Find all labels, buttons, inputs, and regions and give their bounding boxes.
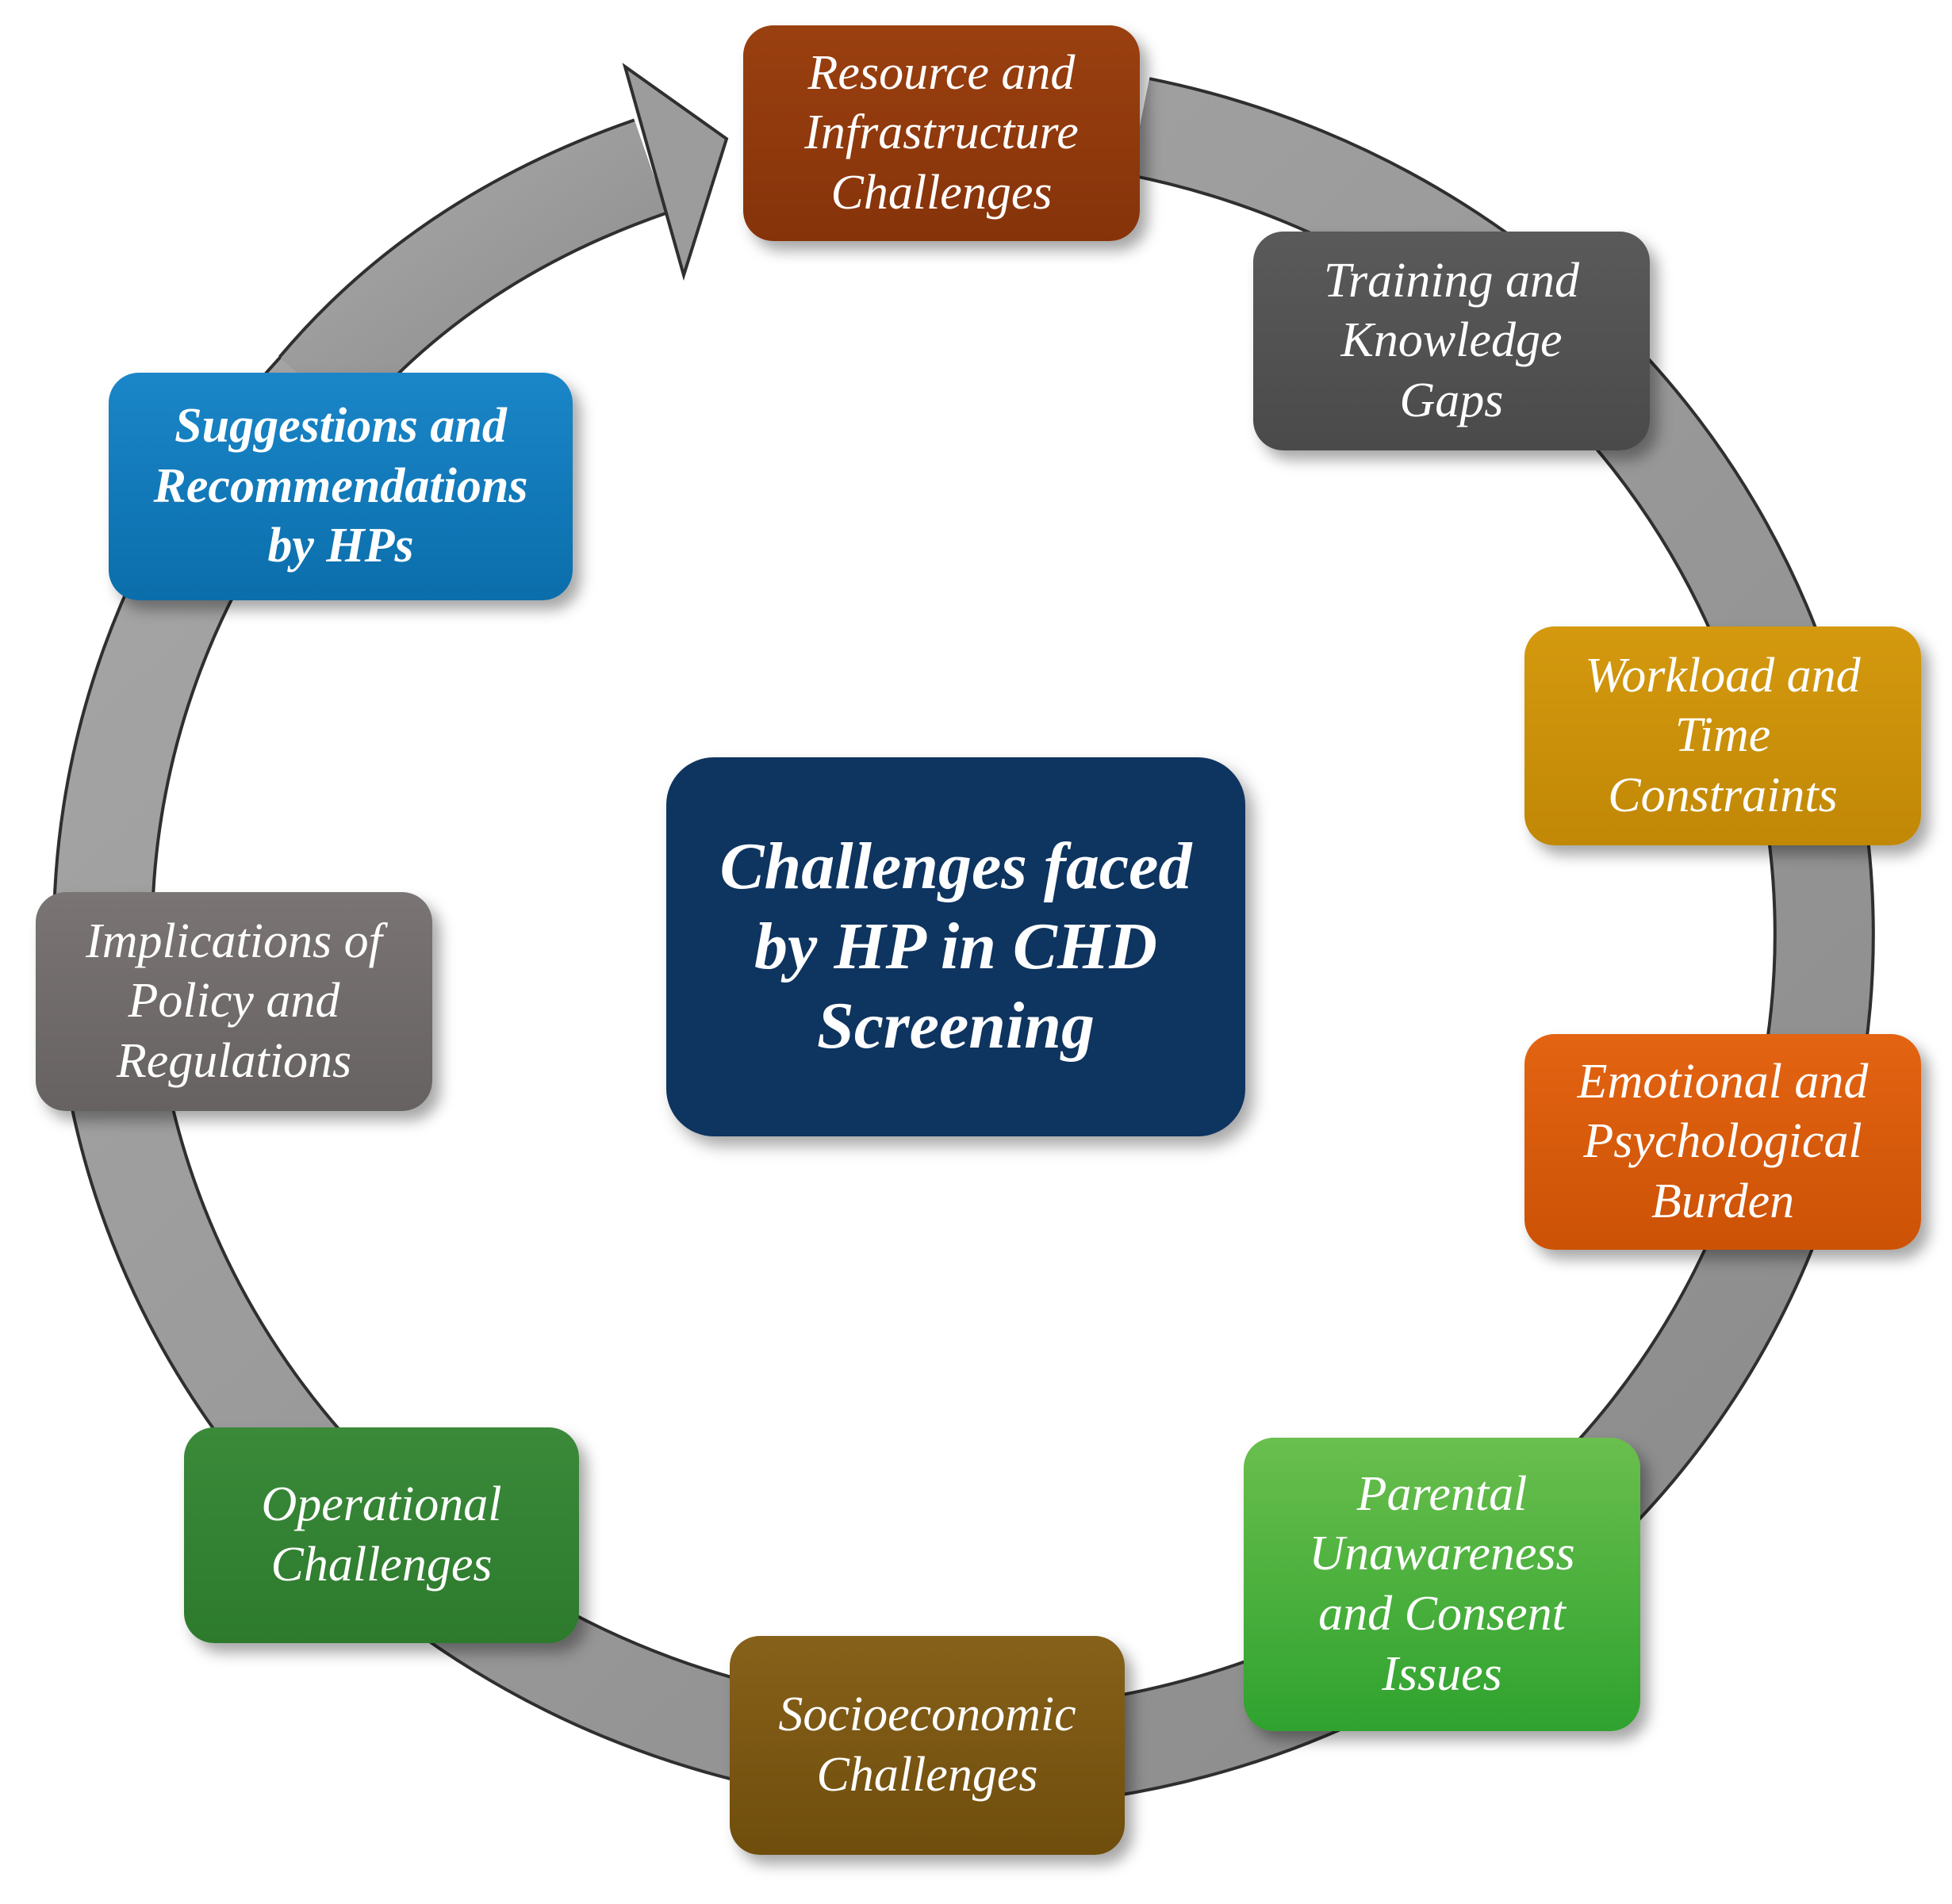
center-topic-label: Challenges faced by HP in CHD Screening xyxy=(719,829,1192,1063)
node-label: Emotional and Psychological Burden xyxy=(1577,1054,1869,1228)
center-topic-box: Challenges faced by HP in CHD Screening xyxy=(666,757,1245,1136)
node-resource-infrastructure: Resource and Infrastructure Challenges xyxy=(743,25,1140,241)
node-label: Parental Unawareness and Consent Issues xyxy=(1309,1466,1575,1701)
ring-arrowhead xyxy=(622,63,729,282)
node-workload-time: Workload and Time Constraints xyxy=(1524,626,1921,845)
node-label: Training and Knowledge Gaps xyxy=(1323,253,1580,427)
node-label: Socioeconomic Challenges xyxy=(778,1688,1076,1802)
node-emotional-psychological: Emotional and Psychological Burden xyxy=(1524,1034,1921,1250)
node-operational: Operational Challenges xyxy=(184,1427,579,1643)
node-training-knowledge: Training and Knowledge Gaps xyxy=(1253,232,1650,450)
node-label: Suggestions and Recommendations by HPs xyxy=(153,399,528,573)
node-parental-unawareness: Parental Unawareness and Consent Issues xyxy=(1244,1438,1640,1731)
ring-arrow-shaft-fill xyxy=(281,121,666,419)
node-label: Operational Challenges xyxy=(261,1477,502,1592)
node-label: Workload and Time Constraints xyxy=(1585,648,1861,822)
node-socioeconomic: Socioeconomic Challenges xyxy=(730,1636,1125,1855)
node-policy-regulations: Implications of Policy and Regulations xyxy=(36,892,432,1111)
node-label: Implications of Policy and Regulations xyxy=(86,914,382,1088)
node-label: Resource and Infrastructure Challenges xyxy=(804,45,1079,220)
node-suggestions-recommendations: Suggestions and Recommendations by HPs xyxy=(109,373,573,600)
